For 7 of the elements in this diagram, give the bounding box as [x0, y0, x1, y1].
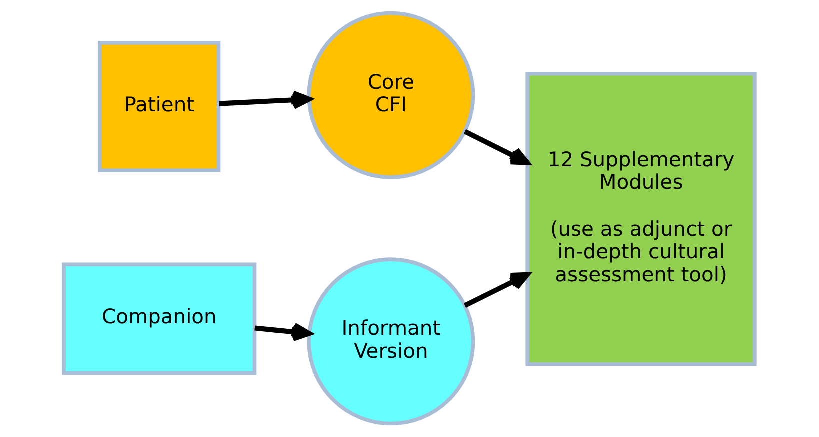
node-circle: Core CFI — [307, 11, 476, 180]
node-box: Patient — [98, 41, 221, 172]
arrow — [464, 272, 530, 308]
node-box: Companion — [62, 262, 257, 376]
node-circle: Informant Version — [307, 258, 476, 426]
node-box: 12 Supplementary Modules (use as adjunct or in-depth cultural assessment tool) — [526, 72, 757, 366]
arrow — [464, 129, 530, 166]
